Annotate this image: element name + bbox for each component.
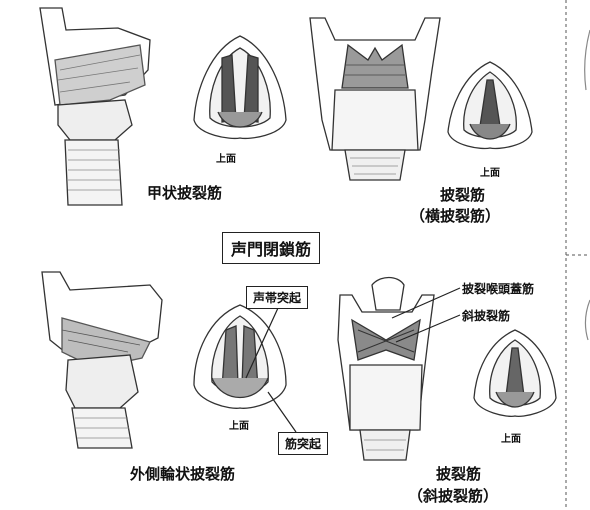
top-view-label-1: 上面 [216,154,236,165]
vocal-process-pointer [245,307,279,379]
edge-fragment-bottom [584,299,590,341]
larynx-lateral-top [39,7,151,206]
glottis-top-view-1 [193,35,287,140]
aryepiglottic-pointer [391,287,461,319]
glottis-top-view-2 [447,61,533,150]
glottis-top-view-3 [193,304,287,409]
larynx-posterior-bottom [337,276,435,461]
oblique-arytenoid-paren-label: （斜披裂筋） [408,487,499,505]
oblique-arytenoid-pointer [395,314,461,343]
arytenoid-label-top: 披裂筋 [440,186,486,204]
arytenoid-label-bottom: 披裂筋 [436,465,482,483]
top-view-label-4: 上面 [501,434,521,445]
transverse-arytenoid-label: （横披裂筋） [410,207,501,225]
aryepiglottic-label: 披裂喉頭蓋筋 [462,282,535,296]
top-view-label-3: 上面 [229,421,249,432]
thyroarytenoid-label: 甲状披裂筋 [147,184,223,202]
vocal-process-label: 声帯突起 [246,286,309,309]
top-view-label-2: 上面 [480,168,500,179]
muscular-process-label: 筋突起 [278,432,329,455]
glottic-closure-title: 声門閉鎖筋 [222,232,321,264]
larynx-posterior-top [309,17,441,181]
lateral-cricoarytenoid-label: 外側輪状披裂筋 [130,465,236,483]
oblique-arytenoid-label: 斜披裂筋 [462,309,511,323]
callout-lines [245,287,461,433]
larynx-lateral-bottom [41,271,163,449]
glottis-top-view-4 [473,329,557,418]
edge-fragment-top [584,29,590,91]
muscular-process-pointer [267,391,297,433]
